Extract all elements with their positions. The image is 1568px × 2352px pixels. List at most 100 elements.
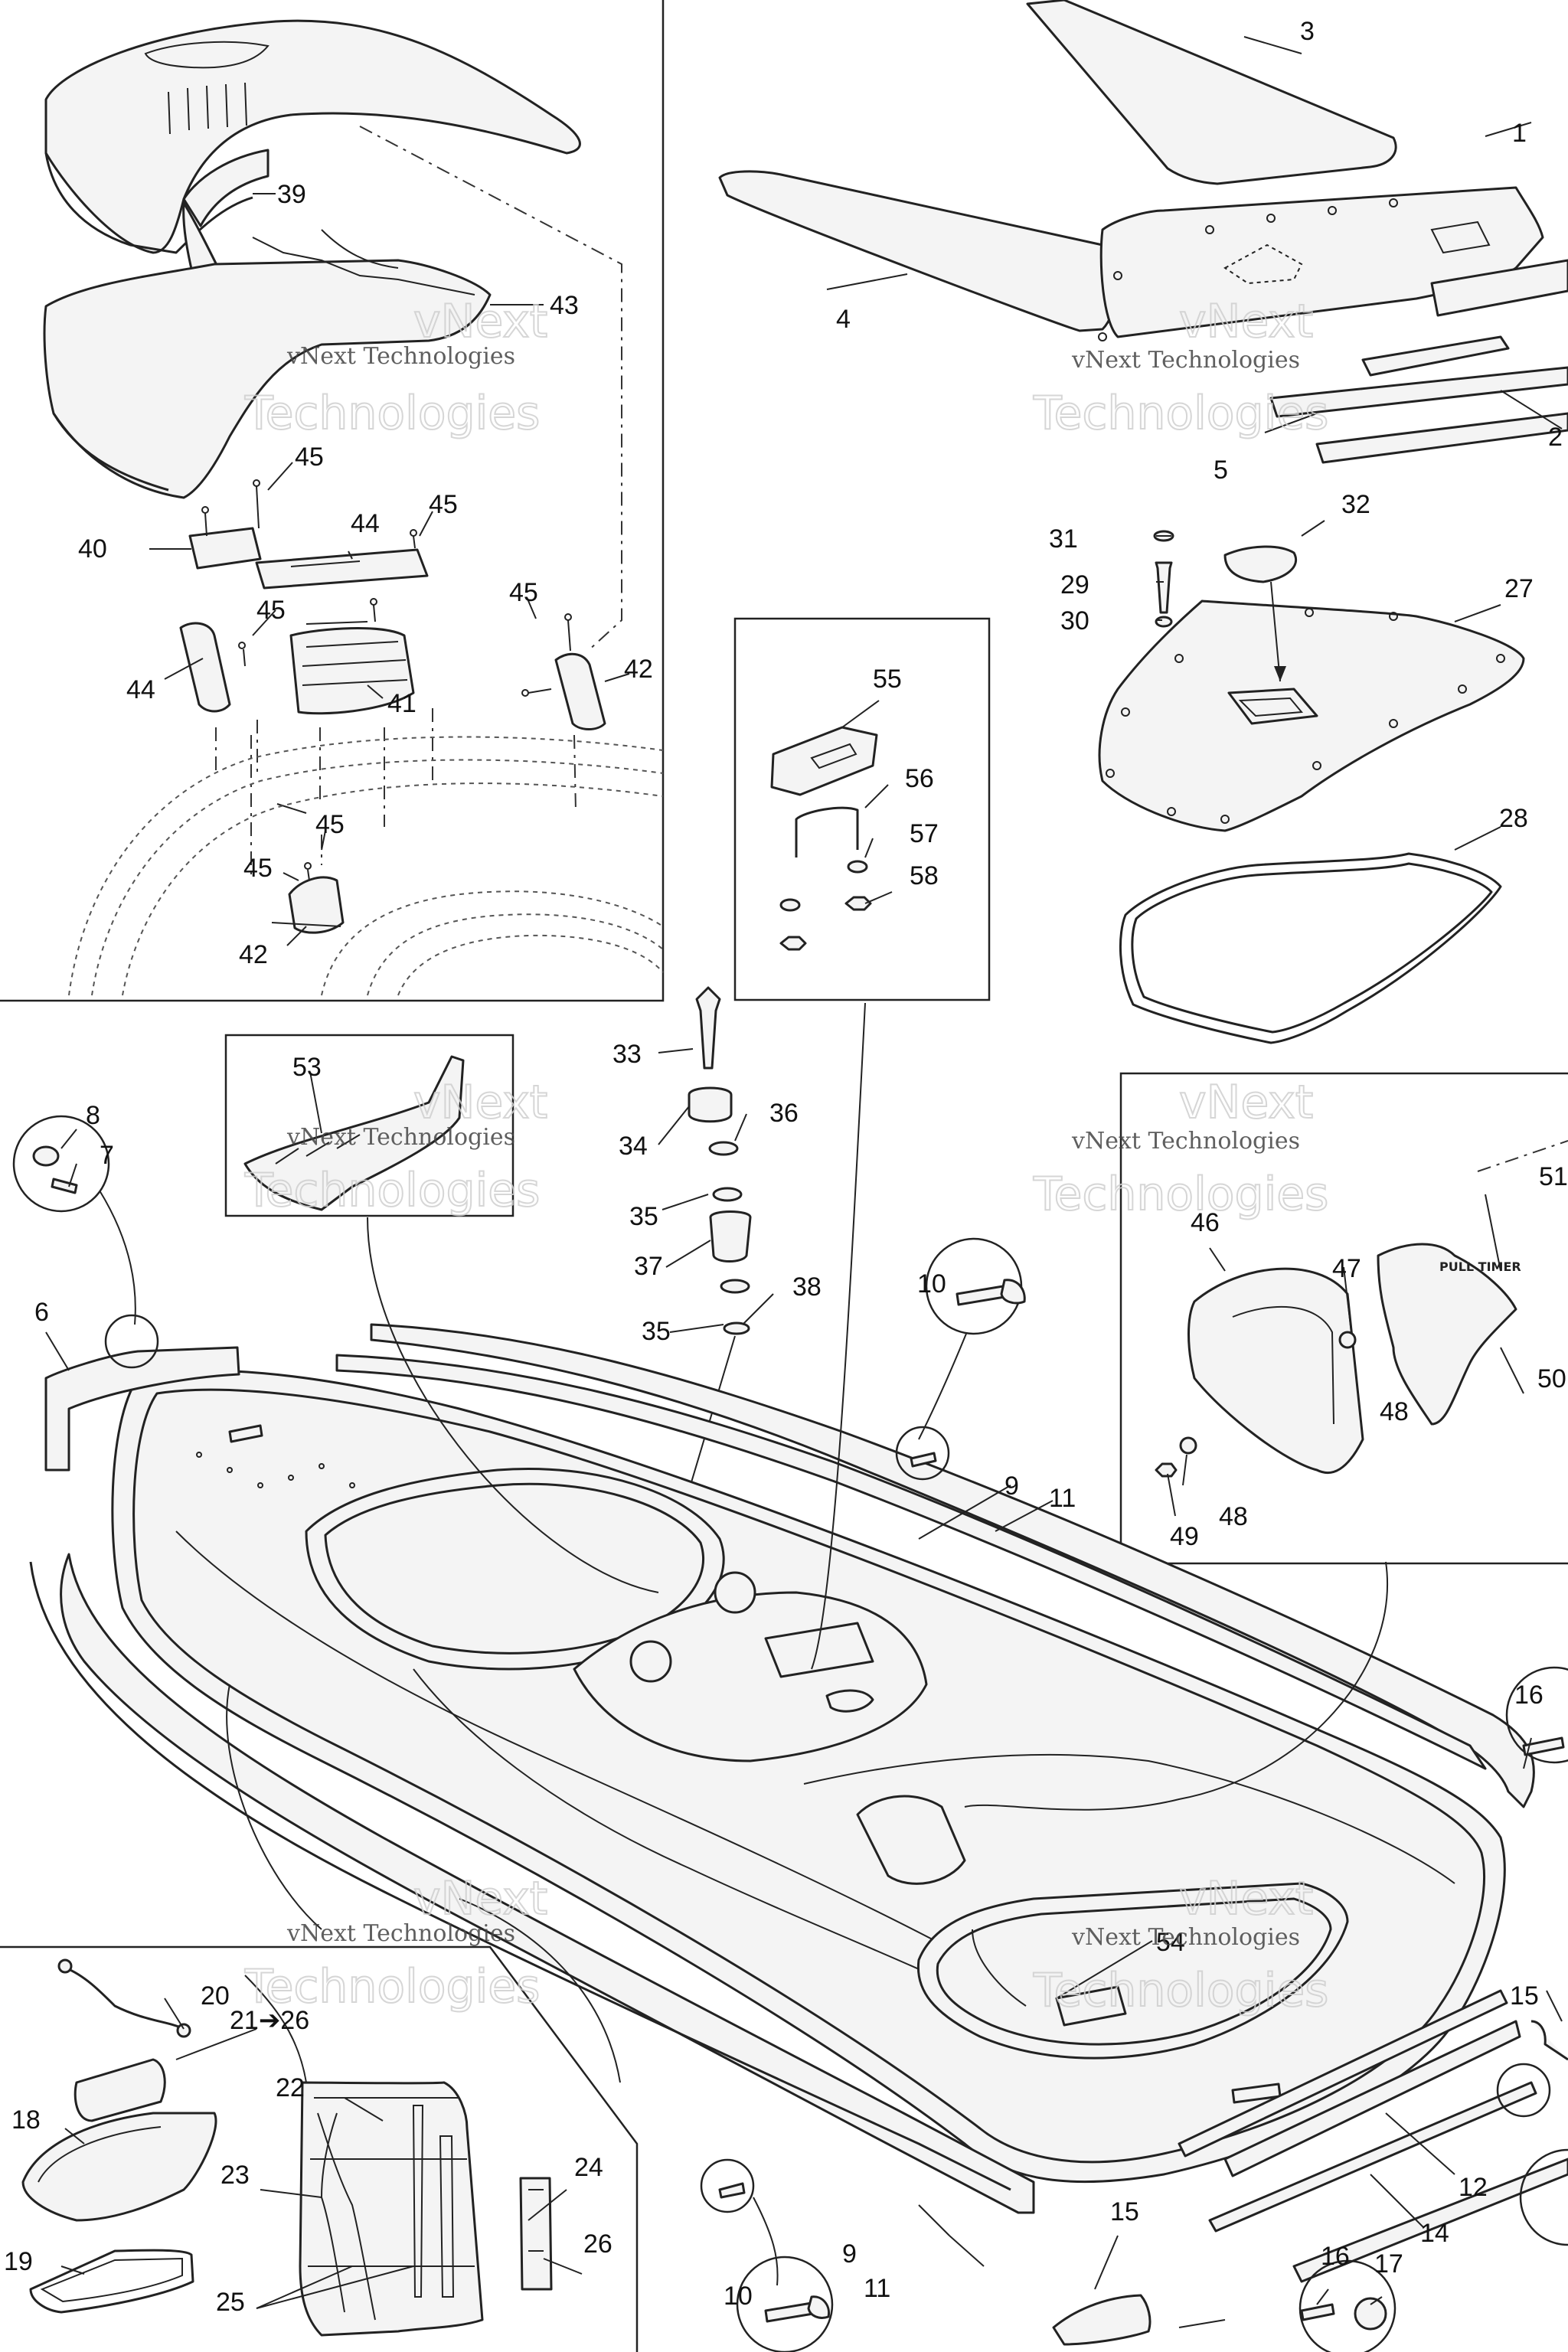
callout-45e: 45 bbox=[315, 810, 345, 839]
callout-23: 23 bbox=[220, 2161, 250, 2190]
watermark-4-top: vNext bbox=[1179, 1076, 1313, 1129]
callout-32: 32 bbox=[1341, 490, 1370, 519]
callout-46: 46 bbox=[1191, 1208, 1220, 1237]
watermark-2-small: vNext Technologies bbox=[1071, 347, 1300, 374]
callout-11b: 11 bbox=[864, 2274, 890, 2303]
callout-24: 24 bbox=[574, 2153, 603, 2182]
callout-21-26: 21➔26 bbox=[230, 2006, 309, 2035]
callout-20: 20 bbox=[201, 1981, 230, 2011]
callout-6: 6 bbox=[34, 1298, 49, 1327]
callout-57: 57 bbox=[910, 819, 939, 848]
callout-35: 35 bbox=[629, 1202, 658, 1231]
seat-brackets bbox=[179, 527, 606, 934]
tool-kit bbox=[21, 1958, 553, 2337]
callout-25: 25 bbox=[216, 2288, 245, 2317]
callout-53: 53 bbox=[292, 1053, 322, 1082]
rub-rails bbox=[29, 1323, 1568, 2346]
fasteners-29-31 bbox=[1153, 530, 1174, 628]
watermark-5-top: vNext bbox=[413, 1872, 547, 1926]
callout-1: 1 bbox=[1512, 119, 1527, 148]
callout-16b: 16 bbox=[1321, 2242, 1350, 2271]
deck-mats bbox=[718, 0, 1568, 464]
callout-19: 19 bbox=[4, 2247, 33, 2276]
callout-38: 38 bbox=[792, 1272, 822, 1302]
callout-43: 43 bbox=[550, 291, 579, 320]
callout-2: 2 bbox=[1548, 423, 1563, 452]
detail-bubbles bbox=[12, 1115, 1568, 2352]
callout-11: 11 bbox=[1049, 1484, 1076, 1513]
watermark-2-top: vNext bbox=[1179, 295, 1313, 348]
callout-12: 12 bbox=[1459, 2173, 1488, 2202]
callout-39: 39 bbox=[277, 180, 306, 209]
callout-41: 41 bbox=[387, 689, 416, 718]
extinguisher-holder: PULL TIMER bbox=[1155, 1140, 1568, 1478]
callout-55: 55 bbox=[873, 665, 902, 694]
callout-45: 45 bbox=[295, 443, 324, 472]
callout-40: 40 bbox=[78, 534, 107, 564]
watermark-6-small: vNext Technologies bbox=[1071, 1924, 1300, 1951]
watermark-3-top: vNext bbox=[413, 1076, 547, 1129]
callout-8: 8 bbox=[86, 1101, 100, 1130]
callout-15b: 15 bbox=[1110, 2197, 1139, 2226]
watermark-3-big: Technologies bbox=[244, 1164, 540, 1217]
watermark-1-small: vNext Technologies bbox=[286, 343, 515, 370]
watermark-4-big: Technologies bbox=[1033, 1168, 1328, 1221]
callout-29: 29 bbox=[1060, 570, 1089, 599]
callout-33: 33 bbox=[612, 1040, 642, 1069]
watermark-1-big: Technologies bbox=[244, 387, 540, 440]
watermark-4-small: vNext Technologies bbox=[1071, 1128, 1300, 1155]
callout-45b: 45 bbox=[429, 490, 458, 519]
callout-48b: 48 bbox=[1219, 1502, 1248, 1531]
watermarks: vNext vNext Technologies Technologies vN… bbox=[243, 294, 1329, 2018]
callout-31: 31 bbox=[1049, 524, 1078, 554]
hull bbox=[111, 1369, 1506, 2184]
deck-outline bbox=[68, 736, 664, 996]
callout-44: 44 bbox=[351, 509, 380, 538]
callout-45d: 45 bbox=[509, 578, 538, 607]
callout-16: 16 bbox=[1514, 1681, 1544, 1710]
watermark-2-big: Technologies bbox=[1033, 387, 1328, 440]
watermark-6-top: vNext bbox=[1179, 1872, 1313, 1926]
callout-51: 51 bbox=[1539, 1162, 1568, 1191]
seat-assembly-leaders bbox=[215, 126, 622, 880]
callout-15: 15 bbox=[1510, 1981, 1539, 2011]
watermark-5-big: Technologies bbox=[244, 1960, 540, 2014]
seat-inset-frame bbox=[0, 0, 665, 1002]
callout-36: 36 bbox=[769, 1099, 799, 1128]
callout-56: 56 bbox=[905, 764, 934, 793]
seat-assembly bbox=[43, 19, 581, 499]
watermark-3-small: vNext Technologies bbox=[286, 1124, 515, 1151]
stud-assembly bbox=[658, 986, 752, 1593]
callout-10: 10 bbox=[917, 1269, 946, 1298]
callout-28: 28 bbox=[1499, 804, 1528, 833]
callout-14: 14 bbox=[1420, 2219, 1449, 2248]
pull-timer-label: PULL TIMER bbox=[1439, 1259, 1521, 1274]
callout-3: 3 bbox=[1300, 17, 1315, 46]
callout-9: 9 bbox=[1004, 1472, 1019, 1501]
callout-18: 18 bbox=[11, 2105, 41, 2135]
callout-leaders bbox=[45, 36, 1563, 2309]
callout-49: 49 bbox=[1170, 1522, 1199, 1551]
storage-bin bbox=[243, 1055, 465, 1211]
callout-7: 7 bbox=[100, 1141, 114, 1170]
callout-48: 48 bbox=[1380, 1397, 1409, 1426]
callout-4: 4 bbox=[836, 305, 851, 334]
access-cover bbox=[1098, 545, 1525, 1044]
tool-kit-frame bbox=[0, 1945, 639, 2352]
handle-kit bbox=[770, 726, 878, 951]
callout-9b: 9 bbox=[842, 2239, 857, 2269]
callout-45c: 45 bbox=[256, 596, 286, 625]
callout-5: 5 bbox=[1214, 456, 1228, 485]
callout-58: 58 bbox=[910, 861, 939, 890]
callout-47: 47 bbox=[1332, 1254, 1361, 1283]
callout-44b: 44 bbox=[126, 675, 155, 704]
callout-10b: 10 bbox=[724, 2282, 753, 2311]
callout-54: 54 bbox=[1156, 1928, 1185, 1957]
callout-50: 50 bbox=[1537, 1364, 1566, 1393]
hull-leaders bbox=[226, 1002, 1388, 2083]
callout-37: 37 bbox=[634, 1252, 663, 1281]
callout-labels: 1 2 3 4 5 6 7 8 9 9 10 10 11 11 12 14 15… bbox=[4, 17, 1568, 2317]
fire-extinguisher-frame bbox=[1119, 1072, 1568, 1565]
callout-22: 22 bbox=[276, 2073, 305, 2102]
